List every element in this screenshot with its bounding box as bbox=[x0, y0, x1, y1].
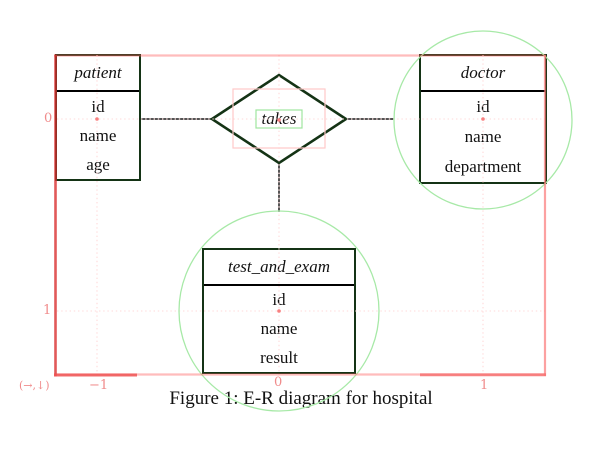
debug-col-label-1: 1 bbox=[480, 378, 489, 393]
debug-row-label-0: 0 bbox=[44, 111, 53, 126]
entity-doctor-attrs: id name department bbox=[421, 92, 545, 182]
entity-doctor-title: doctor bbox=[421, 56, 545, 92]
entity-test-and-exam: test_and_exam id name result bbox=[202, 248, 356, 374]
attr-test-result: result bbox=[260, 347, 298, 367]
entity-test-and-exam-title: test_and_exam bbox=[204, 250, 354, 286]
entity-patient-title: patient bbox=[57, 56, 139, 92]
entity-patient-attrs: id name age bbox=[57, 92, 139, 179]
attr-doctor-name: name bbox=[464, 127, 502, 146]
debug-axes-hint: (→,↓) bbox=[19, 379, 50, 392]
entity-test-and-exam-attrs: id name result bbox=[204, 286, 354, 372]
attr-test-name: name bbox=[260, 319, 298, 338]
debug-col-label-0: 0 bbox=[274, 375, 283, 390]
attr-test-id: id bbox=[272, 290, 286, 310]
attr-patient-name: name bbox=[79, 125, 117, 145]
debug-row-label-1: 1 bbox=[43, 303, 52, 318]
attr-doctor-department: department bbox=[444, 157, 522, 176]
attr-doctor-id: id bbox=[476, 97, 490, 116]
entity-patient: patient id name age bbox=[55, 54, 141, 181]
entity-doctor: doctor id name department bbox=[419, 54, 547, 184]
debug-col-label-minus1: −1 bbox=[89, 378, 109, 393]
attr-patient-id: id bbox=[91, 96, 105, 116]
attr-patient-age: age bbox=[86, 154, 110, 174]
relationship-label: takes bbox=[261, 109, 297, 128]
